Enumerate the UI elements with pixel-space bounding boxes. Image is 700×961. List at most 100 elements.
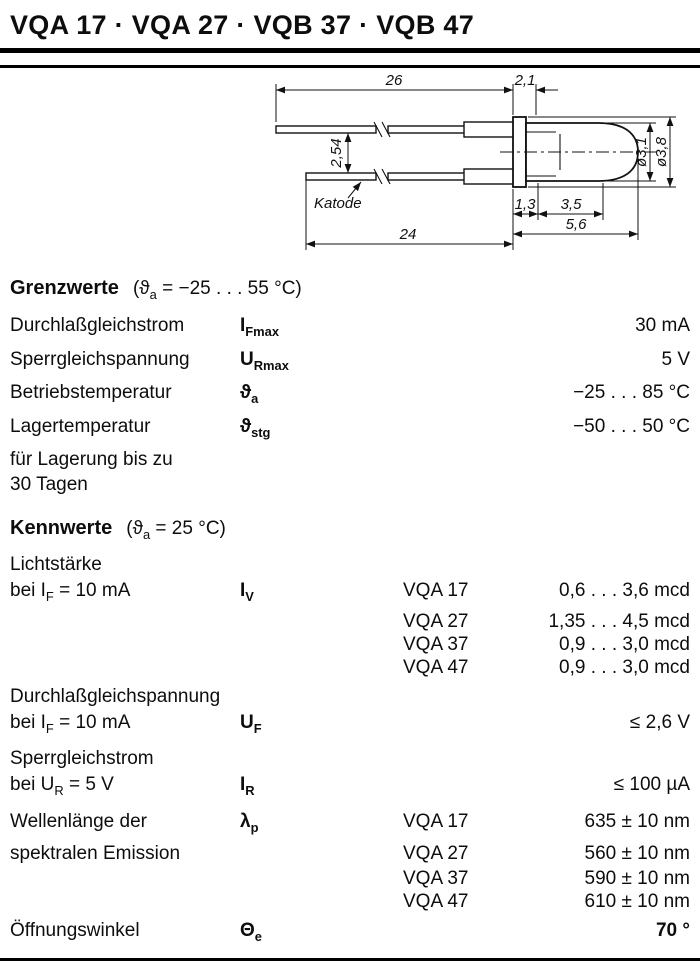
dimension-labels: 26 2,1 2,54 Katode 24 1,3 3,5 5,6 ø3,1 ø…: [314, 72, 670, 243]
lichtstaerke-block: Lichtstärke bei IF = 10 mA IV VQA 17 0,6…: [10, 552, 690, 679]
sperrstrom-block: Sperrgleichstrom bei UR = 5 V IR ≤ 100 µ…: [10, 746, 690, 804]
param-name: Sperrgleichspannung: [10, 348, 190, 370]
grenzwerte-heading: Grenzwerte (ϑa = −25 . . . 55 °C): [0, 277, 700, 302]
param-name: Wellenlänge der: [10, 811, 147, 833]
table-row: VQA 27 1,35 . . . 4,5 mcd: [10, 610, 690, 633]
param-name-continued: für Lagerung bis zu: [10, 448, 173, 470]
table-row: Durchlaßgleichspannung: [10, 684, 690, 710]
type-label: VQA 47: [403, 890, 469, 912]
param-value: 0,9 . . . 3,0 mcd: [559, 633, 690, 655]
param-symbol: ϑstg: [240, 416, 271, 440]
param-condition: bei IF = 10 mA: [10, 579, 131, 604]
param-symbol: ϑa: [240, 382, 259, 407]
param-symbol: UF: [240, 711, 262, 736]
table-row: bei IF = 10 mA IV VQA 17 0,6 . . . 3,6 m…: [10, 578, 690, 610]
dim-total-length: 5,6: [566, 216, 588, 233]
param-name: Durchlaßgleichspannung: [10, 685, 221, 707]
table-row: Durchlaßgleichstrom IFmax 30 mA: [10, 312, 690, 346]
dim-body: 3,5: [561, 196, 583, 213]
param-value: ≤ 100 µA: [613, 774, 690, 796]
dim-lead-pitch: 2,54: [328, 138, 345, 168]
type-label: VQA 37: [403, 633, 469, 655]
type-label: VQA 47: [403, 656, 469, 678]
type-label: VQA 27: [403, 610, 469, 632]
dim-flange-diameter: ø3,8: [653, 136, 670, 167]
kennwerte-condition: (ϑa = 25 °C): [126, 517, 226, 542]
oeffnungswinkel-block: Öffnungswinkel Θe 70 °: [10, 918, 690, 950]
title-rule-thin: [0, 65, 700, 68]
table-row: Betriebstemperatur ϑa −25 . . . 85 °C: [10, 379, 690, 413]
param-value: 0,6 . . . 3,6 mcd: [559, 579, 690, 601]
param-value: −50 . . . 50 °C: [573, 416, 690, 438]
table-row: Sperrgleichspannung URmax 5 V: [10, 346, 690, 380]
wellenlaenge-block: Wellenlänge der λp VQA 17 635 ± 10 nm sp…: [10, 809, 690, 913]
grenzwerte-condition: (ϑa = −25 . . . 55 °C): [132, 278, 302, 302]
table-row: spektralen Emission VQA 27 560 ± 10 nm: [10, 841, 690, 867]
param-condition: bei UR = 5 V: [10, 774, 114, 799]
table-row: VQA 47 0,9 . . . 3,0 mcd: [10, 656, 690, 679]
table-row: Lichtstärke: [10, 552, 690, 578]
dim-flange: 1,3: [515, 196, 537, 213]
param-name: Lagertemperatur: [10, 416, 151, 438]
table-row: Sperrgleichstrom: [10, 746, 690, 772]
param-symbol: Θe: [240, 919, 262, 944]
table-row: VQA 37 0,9 . . . 3,0 mcd: [10, 633, 690, 656]
table-row: Wellenlänge der λp VQA 17 635 ± 10 nm: [10, 809, 690, 841]
param-value: 610 ± 10 nm: [584, 890, 691, 912]
param-symbol: IV: [240, 579, 254, 604]
page-title: VQA 17 · VQA 27 · VQB 37 · VQB 47: [10, 10, 475, 40]
type-label: VQA 17: [403, 811, 469, 833]
param-name-continued: 30 Tagen: [10, 473, 88, 495]
param-value: 1,35 . . . 4,5 mcd: [548, 610, 690, 632]
table-row: VQA 37 590 ± 10 nm: [10, 867, 690, 890]
dim-body-diameter: ø3,1: [633, 137, 650, 167]
param-value: 0,9 . . . 3,0 mcd: [559, 656, 690, 678]
durchlass-block: Durchlaßgleichspannung bei IF = 10 mA UF…: [10, 684, 690, 742]
type-label: VQA 27: [403, 842, 469, 864]
param-condition: bei IF = 10 mA: [10, 711, 131, 736]
param-value: ≤ 2,6 V: [629, 711, 690, 733]
type-label: VQA 17: [403, 579, 469, 601]
kennwerte-heading: Kennwerte (ϑa = 25 °C): [0, 517, 700, 542]
param-value: 560 ± 10 nm: [584, 842, 691, 864]
param-name: Betriebstemperatur: [10, 382, 172, 404]
dim-tip: 2,1: [514, 72, 536, 89]
dim-lead-length-bottom: 24: [399, 226, 417, 243]
kennwerte-title: Kennwerte: [10, 516, 113, 539]
param-name: Durchlaßgleichstrom: [10, 314, 185, 336]
table-row: für Lagerung bis zu: [10, 447, 690, 472]
param-value: 5 V: [661, 348, 690, 370]
param-symbol: IR: [240, 774, 255, 799]
dim-lead-length-top: 26: [385, 72, 403, 89]
param-value: 70 °: [655, 919, 690, 941]
table-row: bei IF = 10 mA UF ≤ 2,6 V: [10, 710, 690, 742]
param-value: 635 ± 10 nm: [584, 811, 691, 833]
param-symbol: IFmax: [240, 314, 279, 339]
param-value: −25 . . . 85 °C: [573, 382, 690, 404]
table-row: Lagertemperatur ϑstg −50 . . . 50 °C: [10, 413, 690, 447]
param-name: Sperrgleichstrom: [10, 748, 154, 770]
param-name: Öffnungswinkel: [10, 919, 140, 941]
table-row: VQA 47 610 ± 10 nm: [10, 890, 690, 913]
led-package: [500, 116, 660, 188]
katode-label: Katode: [314, 195, 362, 212]
led-drawing-svg: 26 2,1 2,54 Katode 24 1,3 3,5 5,6 ø3,1 ø…: [275, 72, 676, 250]
type-label: VQA 37: [403, 867, 469, 889]
param-value: 30 mA: [635, 314, 690, 336]
table-row: 30 Tagen: [10, 472, 690, 497]
kennwerte-table: Lichtstärke bei IF = 10 mA IV VQA 17 0,6…: [0, 552, 700, 950]
dimension-lines: [275, 84, 676, 250]
param-symbol: λp: [240, 811, 259, 835]
led-dimension-drawing: 26 2,1 2,54 Katode 24 1,3 3,5 5,6 ø3,1 ø…: [0, 68, 700, 265]
title-rule-thick: [0, 48, 700, 53]
grenzwerte-title: Grenzwerte: [10, 277, 119, 299]
katode-leader-line: [347, 181, 362, 199]
param-name: Lichtstärke: [10, 553, 102, 575]
bottom-rule: [0, 957, 700, 961]
param-name-continued: spektralen Emission: [10, 842, 181, 864]
table-row: Öffnungswinkel Θe 70 °: [10, 918, 690, 950]
grenzwerte-table: Durchlaßgleichstrom IFmax 30 mA Sperrgle…: [0, 312, 700, 497]
param-value: 590 ± 10 nm: [584, 867, 691, 889]
param-symbol: URmax: [240, 348, 289, 373]
table-row: bei UR = 5 V IR ≤ 100 µA: [10, 772, 690, 804]
